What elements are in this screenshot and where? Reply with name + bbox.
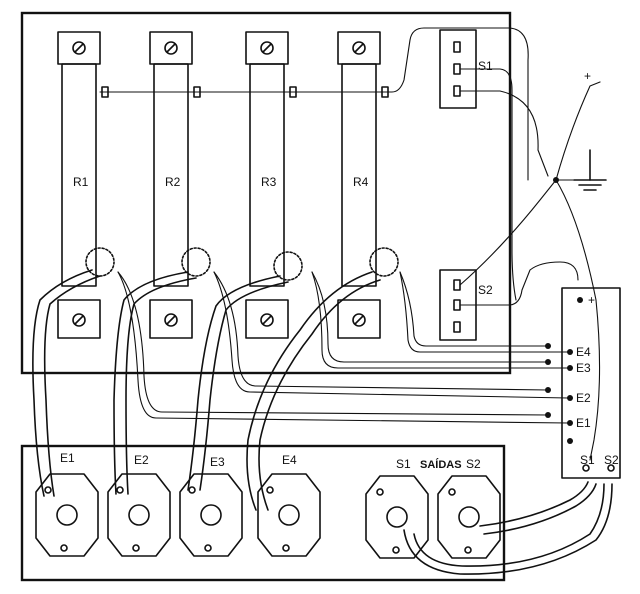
transistor-label-e2: E2 <box>134 453 149 467</box>
resistor-label-r4: R4 <box>353 175 369 189</box>
transistor-e2 <box>107 473 171 557</box>
output-label-s1: S1 <box>396 457 411 471</box>
output-jack-s2 <box>437 475 501 559</box>
upper-board <box>20 11 512 375</box>
resistor-label-r1: R1 <box>73 175 89 189</box>
terminal-label-s1: S1 <box>580 453 595 467</box>
relay-s1-wire <box>459 68 517 301</box>
terminal-label-e4: E4 <box>576 345 591 359</box>
relay-top-label: S1 <box>478 59 493 73</box>
cable-r2-e2 <box>113 271 189 495</box>
wire-e2 <box>213 271 569 399</box>
resistor-label-r2: R2 <box>165 175 181 189</box>
resistor-r1 <box>57 31 101 339</box>
transistor-label-e3: E3 <box>210 455 225 469</box>
terminal-label-e3: E3 <box>576 361 591 375</box>
transistor-e3 <box>179 473 243 557</box>
wire-e4 <box>399 271 569 353</box>
output-cable-s2 <box>479 481 589 527</box>
terminal-positive-label: + <box>588 293 595 307</box>
terminal-strip-board <box>561 287 621 479</box>
ground-symbol <box>573 149 607 191</box>
supply-wire <box>555 81 601 181</box>
output-label-s2: S2 <box>466 457 481 471</box>
resistor-r3 <box>245 31 289 339</box>
supply-positive-label: + <box>584 69 591 83</box>
output-cable-s1 <box>403 483 613 575</box>
terminal-label-e2: E2 <box>576 391 591 405</box>
transistor-e1 <box>35 473 99 557</box>
transistor-label-e4: E4 <box>282 453 297 467</box>
wire-e3 <box>311 271 569 369</box>
cable-r3-e3 <box>187 275 281 491</box>
common-bus-wire <box>99 27 529 181</box>
resistor-r2 <box>149 31 193 339</box>
wire-e1 <box>117 271 569 424</box>
terminal-label-e1: E1 <box>576 416 591 430</box>
outputs-heading: SAÍDAS <box>420 458 462 471</box>
relay-bottom-label: S2 <box>478 283 493 297</box>
lower-board <box>20 444 506 582</box>
resistor-r4 <box>337 31 381 339</box>
cable-r4-e4 <box>246 271 373 511</box>
terminal-label-s2: S2 <box>604 453 619 467</box>
transistor-e4 <box>257 473 321 557</box>
relay-s2-wire <box>459 261 579 306</box>
cable-r1-e1 <box>32 269 93 497</box>
output-jack-s1 <box>365 475 429 559</box>
transistor-label-e1: E1 <box>60 451 75 465</box>
resistor-label-r3: R3 <box>261 175 277 189</box>
